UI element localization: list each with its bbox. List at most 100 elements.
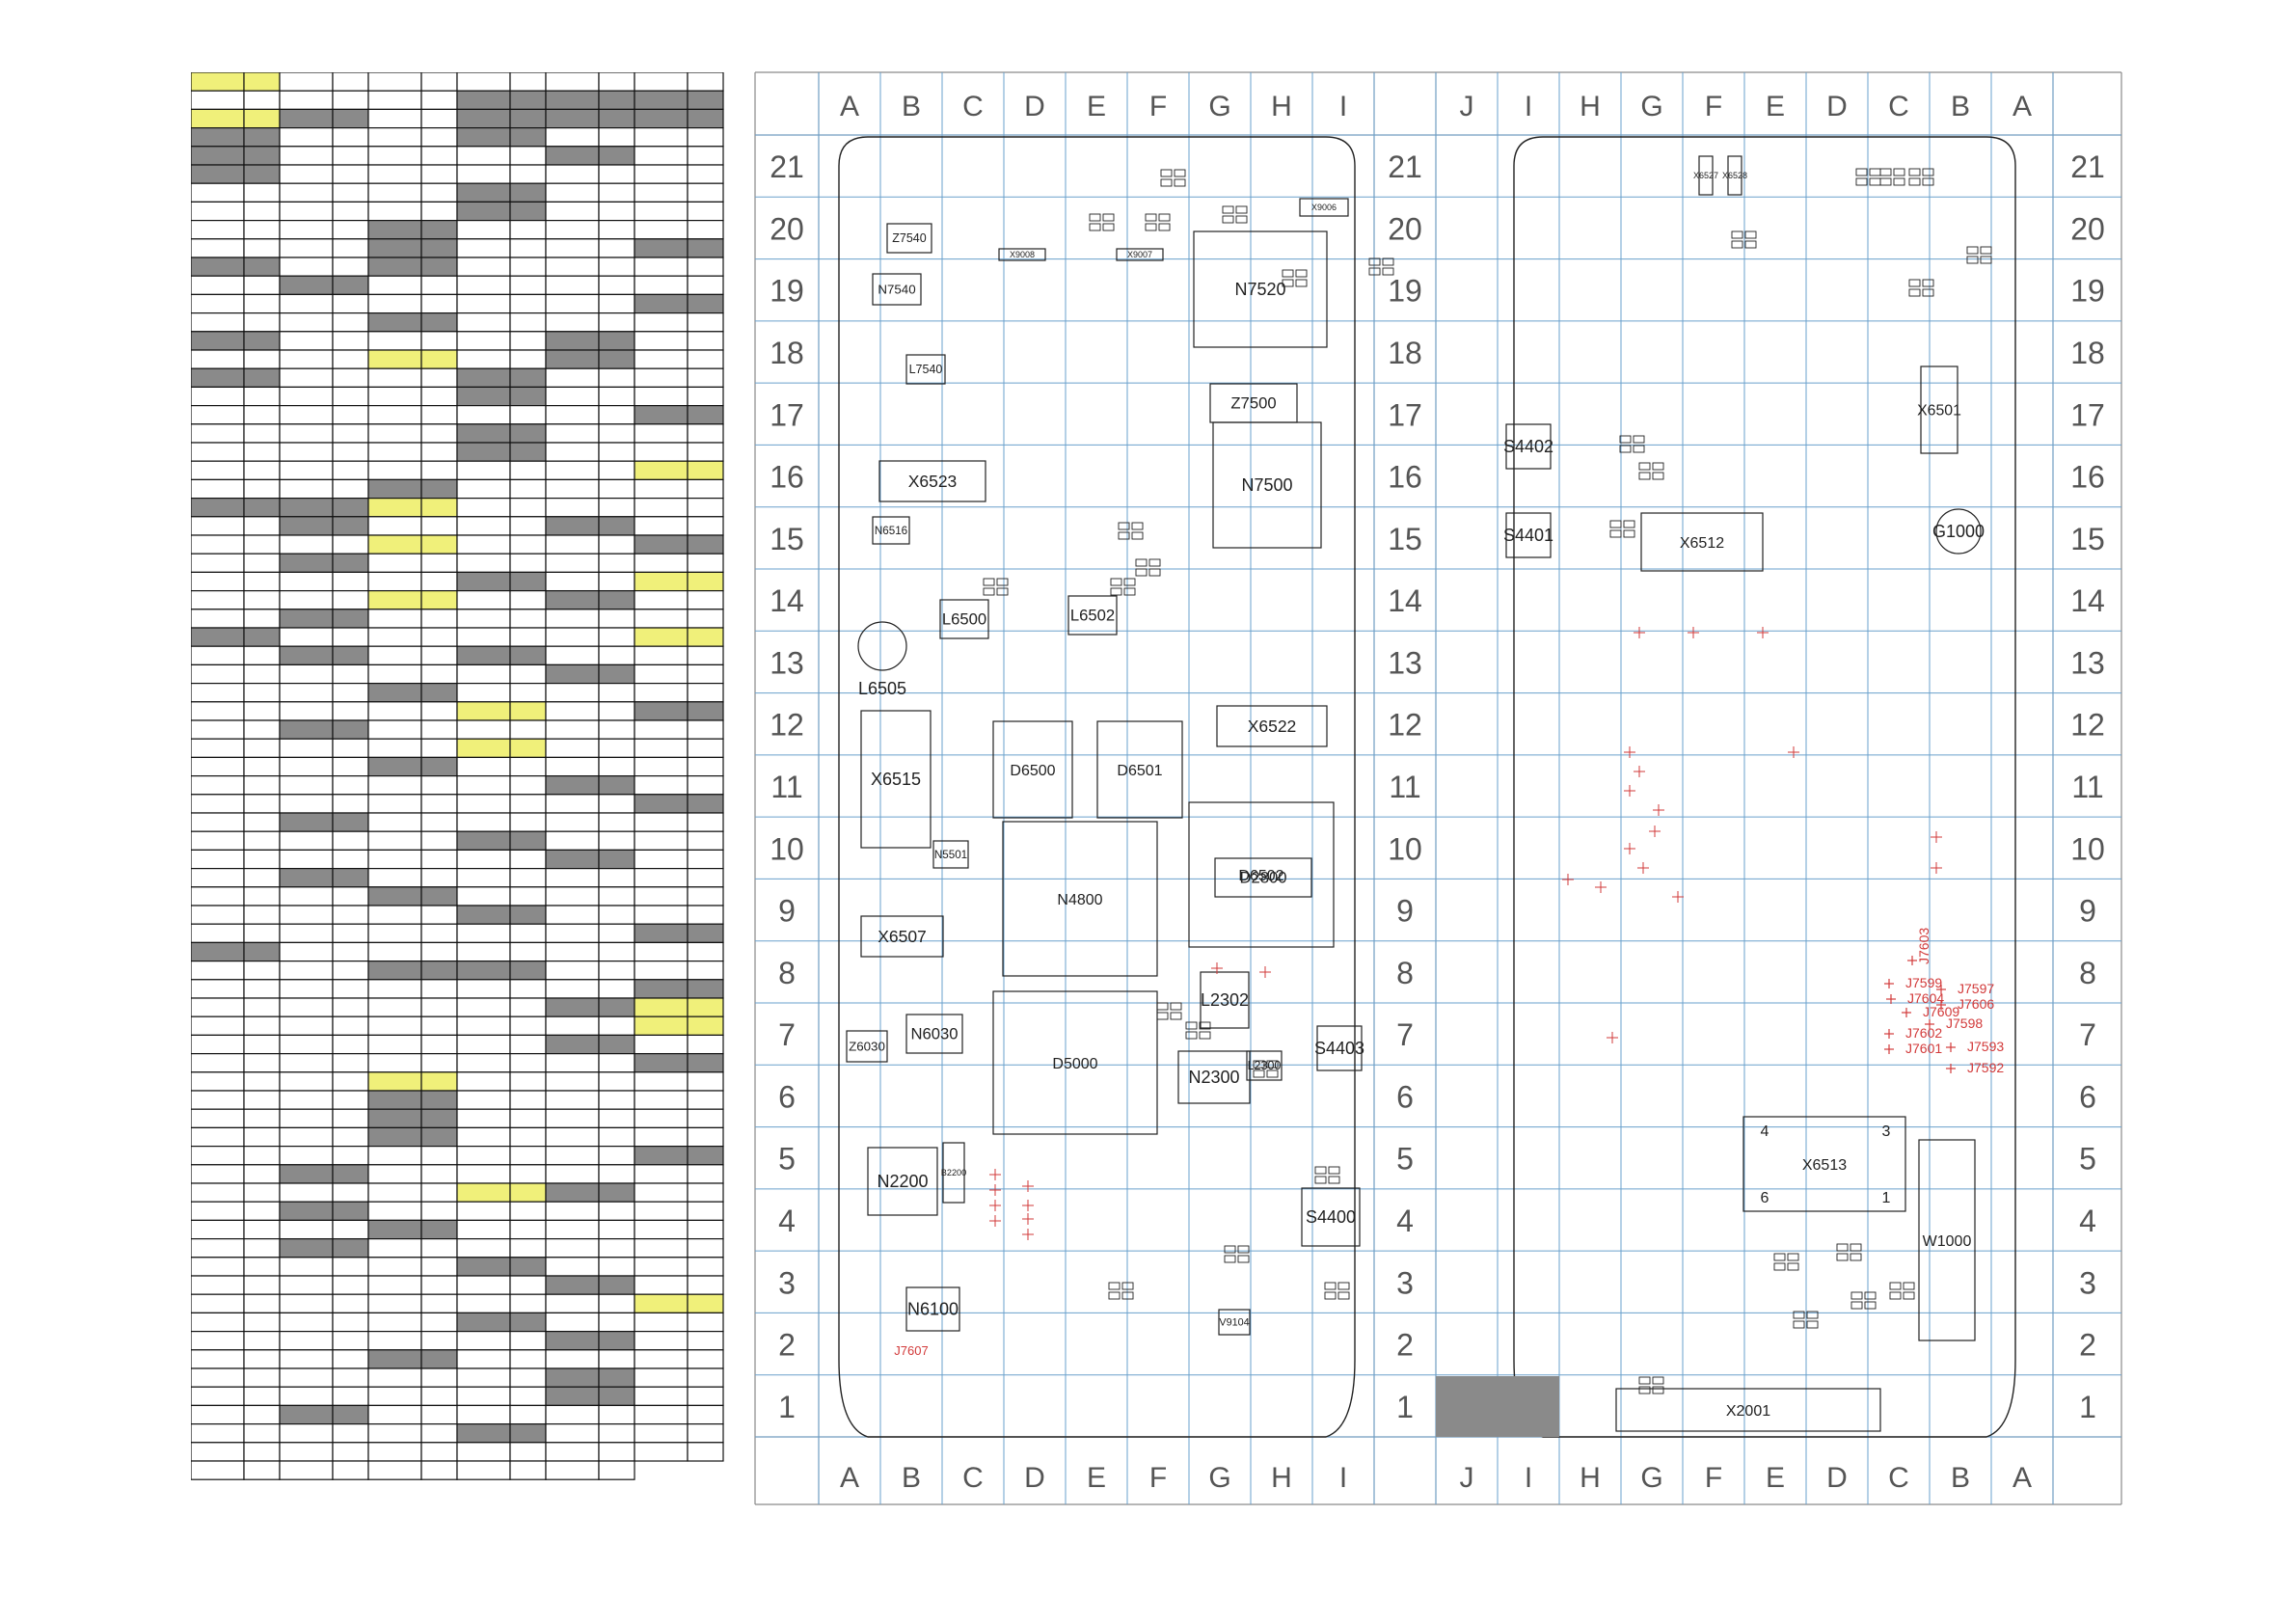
smd-pad bbox=[1121, 1291, 1134, 1300]
component-label: L2302 bbox=[1201, 990, 1249, 1010]
component-label: X9008 bbox=[1010, 250, 1035, 259]
smd-pad bbox=[1806, 1320, 1819, 1329]
row-label: 18 bbox=[2070, 336, 2105, 370]
row-label: 16 bbox=[770, 460, 804, 495]
row-label: 4 bbox=[1396, 1204, 1414, 1238]
column-label: E bbox=[1766, 1462, 1785, 1494]
smd-pad bbox=[1889, 1291, 1902, 1300]
smd-pad bbox=[1903, 1291, 1915, 1300]
smd-pad bbox=[1110, 587, 1122, 596]
smd-pad bbox=[1170, 1012, 1182, 1020]
row-label: 6 bbox=[778, 1079, 796, 1114]
component-b2200: B2200 bbox=[941, 1142, 966, 1204]
component-label: X6513 bbox=[1802, 1157, 1847, 1174]
smd-pad bbox=[1237, 1255, 1250, 1263]
smd-pad bbox=[1282, 269, 1294, 278]
column-label: A bbox=[2012, 1462, 2032, 1494]
component-n5501: N5501 bbox=[932, 840, 969, 869]
component-x6523: X6523 bbox=[878, 460, 986, 502]
column-label: J bbox=[1460, 91, 1474, 122]
test-point-label: J7604 bbox=[1907, 990, 1944, 1006]
row-label: 12 bbox=[1388, 708, 1422, 743]
column-label: D bbox=[1024, 91, 1045, 122]
row-label: 10 bbox=[2070, 831, 2105, 866]
smd-pad bbox=[1652, 1376, 1664, 1385]
smd-pad bbox=[1908, 168, 1921, 176]
smd-pad bbox=[1793, 1320, 1805, 1329]
smd-pad bbox=[1118, 531, 1130, 540]
column-label: I bbox=[1525, 1462, 1532, 1494]
column-label: G bbox=[1208, 91, 1230, 122]
component-label: V9104 bbox=[1219, 1317, 1249, 1329]
row-label: 19 bbox=[1388, 274, 1422, 309]
component-z6030: Z6030 bbox=[846, 1030, 888, 1063]
row-label: 12 bbox=[2070, 708, 2105, 743]
row-label: 16 bbox=[2070, 460, 2105, 495]
component-label: Z7540 bbox=[892, 231, 926, 245]
smd-pad bbox=[1174, 178, 1186, 187]
smd-pad bbox=[1237, 1245, 1250, 1254]
smd-pad bbox=[1869, 168, 1881, 176]
pin-number: 3 bbox=[1882, 1123, 1891, 1140]
component-d2800: D2800 bbox=[1214, 857, 1312, 898]
component-label: D2800 bbox=[1239, 869, 1286, 887]
smd-pad bbox=[1266, 1069, 1279, 1078]
smd-pad bbox=[1922, 168, 1934, 176]
smd-pad bbox=[1224, 1245, 1236, 1254]
smd-pad bbox=[983, 587, 995, 596]
column-label: C bbox=[1888, 91, 1909, 122]
row-label: 17 bbox=[2070, 397, 2105, 432]
component-x9006: X9006 bbox=[1299, 198, 1349, 217]
component-label: G1000 bbox=[1932, 522, 1985, 541]
smd-pad bbox=[1337, 1282, 1350, 1290]
row-label: 9 bbox=[1396, 894, 1414, 929]
smd-pad bbox=[1235, 205, 1248, 214]
column-label: G bbox=[1640, 1462, 1662, 1494]
component-label: X9006 bbox=[1311, 203, 1337, 212]
component-label: L6505 bbox=[858, 679, 906, 698]
smd-pad bbox=[1731, 240, 1743, 249]
test-point-j7602: J7602 bbox=[1884, 1025, 1942, 1041]
components-layer: Z7540N7540L7540X6523N6516L6500L6505X6515… bbox=[846, 155, 1992, 1432]
component-x9008: X9008 bbox=[998, 248, 1046, 261]
smd-pad bbox=[1850, 1291, 1863, 1300]
right-board-outline bbox=[1513, 136, 2016, 1438]
smd-pad bbox=[1623, 529, 1635, 538]
component-label: D6501 bbox=[1117, 763, 1162, 779]
smd-pad bbox=[1102, 213, 1115, 222]
smd-pad bbox=[1966, 246, 1979, 255]
smd-pad bbox=[1145, 213, 1157, 222]
smd-pad bbox=[1324, 1282, 1337, 1290]
smd-pad bbox=[983, 578, 995, 586]
smd-pad bbox=[1160, 178, 1173, 187]
component-l6505: L6505 bbox=[857, 621, 907, 698]
test-point-j7606: J7606 bbox=[1936, 996, 1994, 1012]
row-label: 2 bbox=[2079, 1328, 2096, 1363]
component-label: N2200 bbox=[877, 1172, 928, 1191]
pin-number: 4 bbox=[1761, 1123, 1769, 1140]
component-s4400: S4400 bbox=[1301, 1187, 1361, 1247]
grid-axis-labels: AABBCCDDEEFFGGHHIIJJIIHHGGFFEEDDCCBBAA21… bbox=[770, 91, 2105, 1494]
test-point-label: J7602 bbox=[1905, 1025, 1942, 1041]
smd-pad bbox=[1118, 522, 1130, 530]
row-label: 1 bbox=[2079, 1390, 2096, 1424]
row-label: 11 bbox=[2071, 770, 2103, 804]
component-x6527: X6527 bbox=[1693, 155, 1718, 196]
smd-pad bbox=[1638, 472, 1651, 480]
column-label: F bbox=[1705, 1462, 1722, 1494]
component-label: X6501 bbox=[1917, 402, 1961, 419]
row-label: 20 bbox=[1388, 211, 1422, 246]
component-label: X6523 bbox=[908, 472, 958, 491]
smd-pad bbox=[1121, 1282, 1134, 1290]
row-label: 19 bbox=[770, 274, 804, 309]
smd-pad bbox=[1123, 587, 1136, 596]
row-label: 7 bbox=[778, 1017, 796, 1052]
row-label: 19 bbox=[2070, 274, 2105, 309]
smd-pad bbox=[1131, 531, 1144, 540]
smd-pad bbox=[996, 578, 1009, 586]
smd-pad bbox=[1282, 279, 1294, 287]
row-label: 21 bbox=[2070, 149, 2105, 184]
row-label: 14 bbox=[2070, 583, 2105, 618]
test-point-label: J7609 bbox=[1923, 1004, 1959, 1019]
smd-pad bbox=[1787, 1253, 1799, 1261]
